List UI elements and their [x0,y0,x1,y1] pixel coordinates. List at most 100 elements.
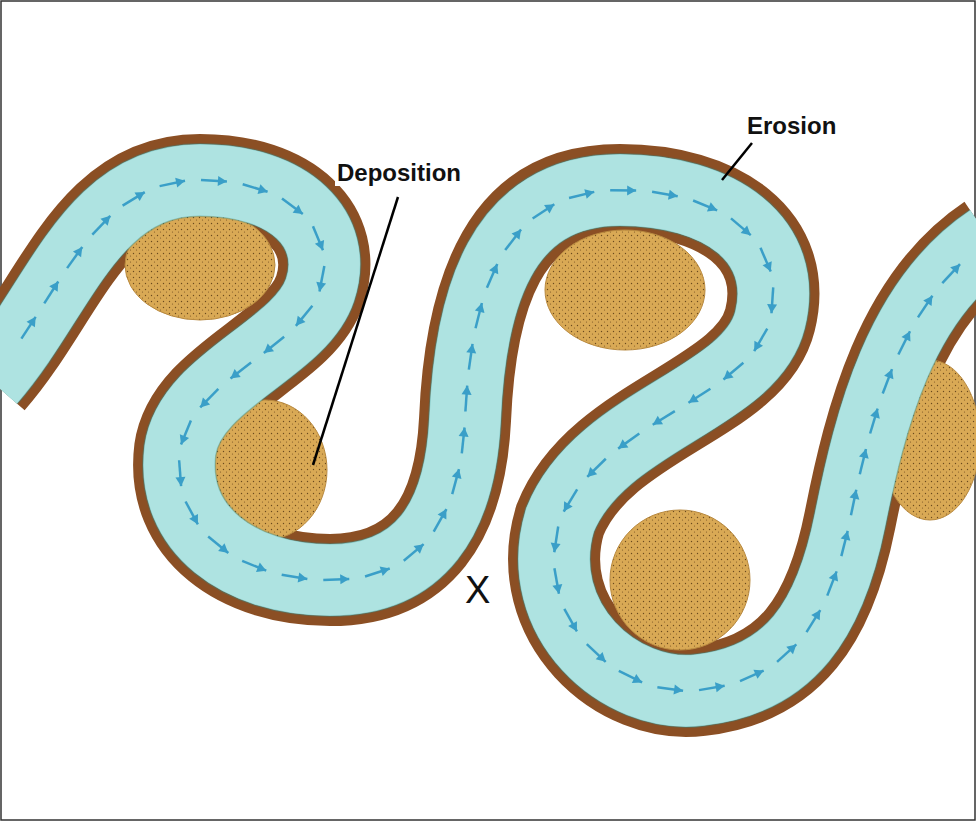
flow-arrowhead [841,531,851,541]
flow-arrowhead [134,192,144,201]
flow-dash [587,644,606,662]
flow-arrowhead [475,303,485,313]
flow-dash [67,247,82,268]
flow-arrowhead [100,216,110,226]
flow-arrowhead [786,644,796,654]
flow-arrowhead [763,261,772,271]
flow-arrowhead [859,449,869,459]
flow-arrowhead [414,544,424,554]
eroded-bank [0,180,976,691]
label-text: Erosion [745,113,838,139]
flow-dash [688,389,710,403]
flow-dash [282,199,303,214]
flow-arrowhead [316,282,326,292]
flow-arrowhead [340,574,349,584]
flow-arrowhead [175,477,185,486]
flow-dash [777,644,796,661]
flow-arrowhead [459,428,469,437]
flow-arrowhead [618,439,628,448]
flow-dash [942,264,960,283]
flow-arrowhead [587,467,597,477]
flow-dash [806,610,820,632]
flow-dash [564,489,577,511]
flow-arrowhead [584,189,594,199]
flow-arrowhead [218,543,228,553]
flow-arrowhead [754,341,763,351]
flow-arrowhead [627,185,636,195]
flow-dash [264,337,284,353]
flow-arrowhead [315,240,324,250]
callout-letter: X [463,570,492,612]
flow-arrowhead [256,563,266,572]
flow-dash [231,363,252,379]
flow-dash [619,671,642,682]
flow-dash [653,411,675,425]
flow-dash [123,192,145,206]
flow-dash [618,433,639,448]
river-channel [0,180,976,691]
flow-dash [731,218,751,235]
flow-arrowhead [668,190,678,200]
flow-dash [44,281,58,303]
flow-dash [754,329,767,351]
flow-arrowhead [688,394,698,403]
flow-arrowhead [870,409,880,419]
flow-dash [186,501,198,524]
flow-arrowhead [767,304,777,313]
river-water [0,180,976,691]
flow-dash [92,216,110,235]
flow-arrowhead [73,247,82,257]
flow-arrowhead [923,296,932,306]
flow-arrowhead [741,226,751,236]
flow-arrows [21,176,960,694]
flow-arrowhead [231,369,241,378]
flow-arrowhead [258,184,268,194]
leader-line [722,143,752,180]
flow-dash [533,204,555,218]
flow-arrowhead [438,509,447,519]
leader-line [313,197,398,465]
flow-arrowhead [715,682,725,692]
flow-dash [587,459,606,477]
flow-arrowhead [489,264,498,274]
flow-dash [564,609,577,632]
flow-arrowhead [596,652,606,662]
flow-arrowhead [901,331,910,341]
label-text: Deposition [335,160,463,186]
flow-arrowhead [189,514,198,524]
flow-arrowhead [298,573,308,583]
flow-arrowhead [462,386,472,395]
flow-arrowhead [707,202,717,211]
flow-arrowhead [264,343,274,353]
flow-dash [404,544,424,561]
flow-arrowhead [544,204,554,213]
flow-arrowhead [950,264,960,274]
flow-arrowhead [753,670,763,679]
flow-arrowhead [632,674,642,683]
flow-arrowhead [653,416,663,425]
flow-arrowhead [884,369,893,379]
flow-dash [208,537,228,553]
flow-arrowhead [564,501,573,511]
flow-arrowhead [452,469,462,479]
flow-arrowhead [568,621,577,631]
flow-arrowhead [293,205,303,214]
flow-arrowhead [49,281,58,291]
flow-arrowhead [552,584,562,594]
flow-arrowhead [723,370,733,380]
flow-arrowhead [829,571,838,581]
flow-arrowhead [380,566,390,576]
flow-arrowhead [850,490,860,500]
flow-dash [723,363,743,380]
flow-dash [918,296,932,318]
flow-arrowhead [175,178,185,188]
flow-arrowhead [27,317,36,327]
channel-edge [0,180,976,691]
flow-arrowhead [180,434,189,444]
flow-arrowhead [466,344,476,354]
flow-dash [21,317,35,339]
flow-arrowhead [218,176,227,186]
flow-dash [740,671,764,682]
flow-dash [434,509,447,532]
flow-dash [505,230,521,251]
